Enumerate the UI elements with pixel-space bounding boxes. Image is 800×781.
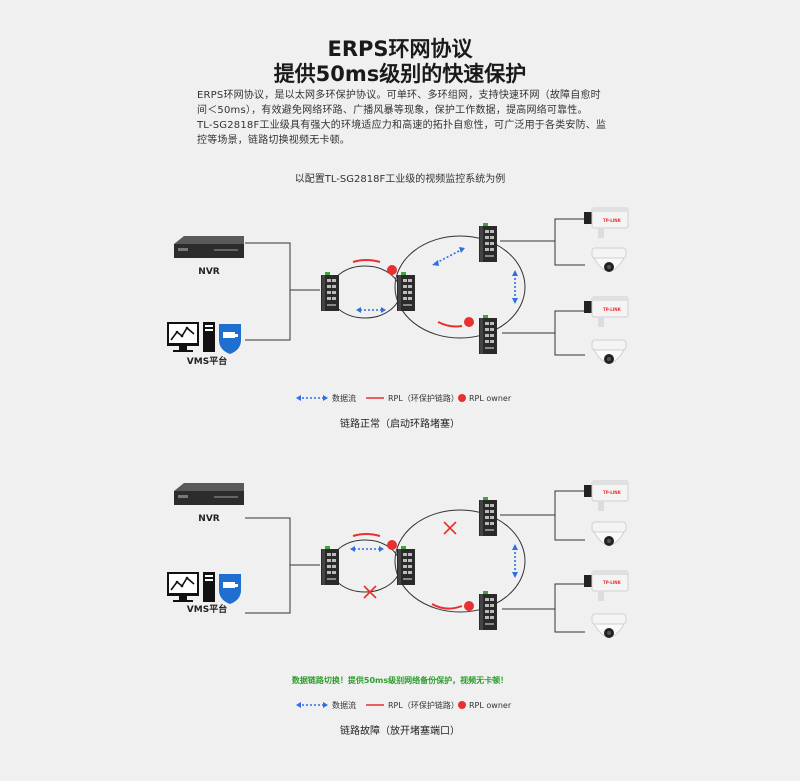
dome-camera-icon (591, 339, 627, 365)
diagram-normal: NVR VMS平台 TP-LINK TP-LINK 数据流 RPL（环保护链路）… (166, 207, 629, 430)
page-title-line2: 提供50ms级别的快速保护 (273, 62, 527, 86)
intro-line: 间＜50ms），有效避免网络环路、广播风暴等现象，保护工作数据，提高网络可靠性。 (197, 105, 588, 116)
nvr-label: NVR (198, 267, 219, 277)
legend-rpl-owner: RPL owner (469, 394, 512, 403)
intro-line: ERPS环网协议，是以太网多环保护协议。可单环、多环组网，支持快速环网（故障自愈… (197, 90, 601, 101)
legend-fault: 数据流 RPL（环保护链路） RPL owner (296, 700, 512, 710)
bullet-camera-icon (583, 207, 629, 239)
camera-brand-label: TP-LINK (603, 307, 622, 312)
bullet-camera-icon (583, 296, 629, 328)
intro-paragraph: ERPS环网协议，是以太网多环保护协议。可单环、多环组网，支持快速环网（故障自愈… (197, 88, 617, 148)
nvr-icon (174, 236, 244, 258)
dome-camera-icon (591, 613, 627, 639)
bullet-camera-icon (583, 480, 629, 512)
switch-icon (397, 272, 415, 311)
page-title-line1: ERPS环网协议 (327, 37, 473, 61)
vms-workstation-icon (166, 321, 242, 355)
link-fault-x-icon (363, 521, 457, 599)
legend-rpl-owner: RPL owner (469, 701, 512, 710)
vms-label: VMS平台 (187, 355, 227, 367)
data-flow-arrow (354, 548, 516, 574)
caption-normal: 链路正常（启动环路堵塞） (340, 417, 460, 430)
legend-normal: 数据流 RPL（环保护链路） RPL owner (296, 393, 512, 403)
rpl-owner-dot (464, 317, 474, 327)
vms-workstation-icon (166, 571, 242, 605)
bullet-camera-icon (583, 570, 629, 602)
rpl-owner-dot (387, 540, 397, 550)
legend-data-flow: 数据流 (332, 700, 356, 710)
camera-brand-label: TP-LINK (603, 218, 622, 223)
dome-camera-icon (591, 521, 627, 547)
rpl-link-mark (352, 259, 381, 263)
caption-fault: 链路故障（放开堵塞端口） (340, 724, 460, 737)
failover-notice: 数据链路切换！提供50ms级别网络备份保护，视频无卡顿！ (292, 675, 508, 685)
data-flow-arrow (360, 249, 516, 311)
switch-icon (479, 591, 497, 630)
camera-brand-label: TP-LINK (603, 490, 622, 495)
legend-data-flow: 数据流 (332, 393, 356, 403)
dome-camera-icon (591, 247, 627, 273)
intro-line: 控等场景，链路切换视频无卡顿。 (197, 135, 350, 146)
legend-rpl: RPL（环保护链路） (388, 700, 459, 710)
switch-icon (479, 223, 497, 262)
rpl-link-mark (431, 603, 463, 610)
diagram-fault: NVR VMS平台 TP-LINK TP-LINK 数据链路切换！提供50ms级… (166, 480, 629, 737)
switch-icon (397, 546, 415, 585)
rpl-link-mark (437, 321, 463, 328)
switch-icon (321, 272, 339, 311)
switch-icon (479, 315, 497, 354)
nvr-icon (174, 483, 244, 505)
diagram-subtitle: 以配置TL-SG2818F工业级的视频监控系统为例 (294, 174, 506, 185)
rpl-owner-dot (387, 265, 397, 275)
rpl-link-mark (352, 533, 381, 537)
switch-icon (321, 546, 339, 585)
vms-label: VMS平台 (187, 603, 227, 615)
nvr-label: NVR (198, 514, 219, 524)
intro-line: TL-SG2818F工业级具有强大的环境适应力和高速的拓扑自愈性，可广泛用于各类… (197, 120, 607, 131)
legend-rpl: RPL（环保护链路） (388, 393, 459, 403)
rpl-owner-dot (464, 601, 474, 611)
switch-icon (479, 497, 497, 536)
camera-brand-label: TP-LINK (603, 580, 622, 585)
